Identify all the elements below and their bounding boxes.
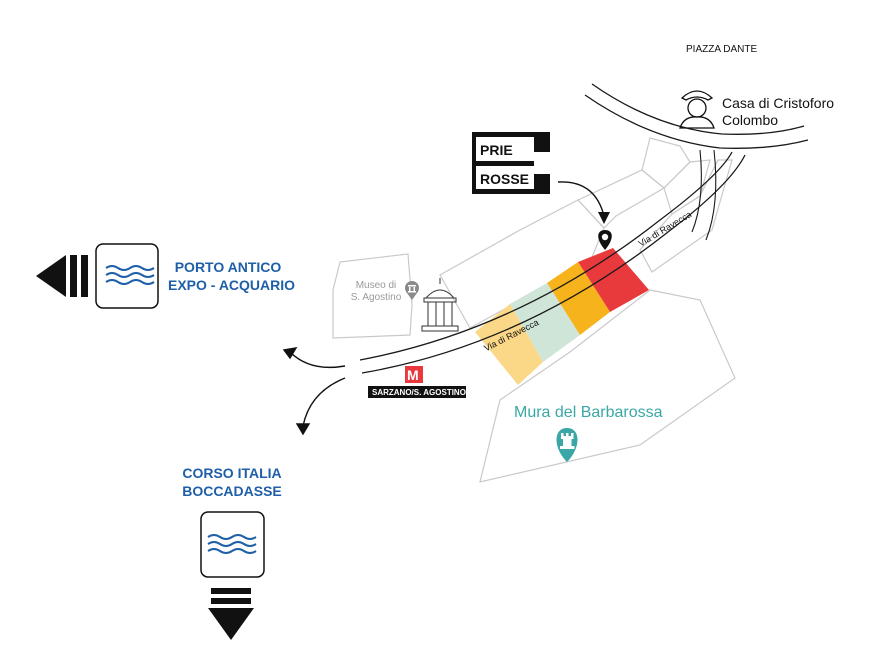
block-ne-2 (641, 137, 691, 189)
rook-icon (556, 428, 578, 462)
corso-line2: BOCCADASSE (182, 483, 282, 499)
colombo-bust-icon (679, 90, 715, 129)
casa-line1: Casa di Cristoforo (722, 95, 835, 111)
segment-peach (475, 304, 543, 385)
map-pin-icon (598, 230, 612, 250)
museo-label: Museo di S. Agostino (346, 280, 406, 304)
block-ne-3 (663, 159, 711, 215)
block-museo (332, 253, 413, 339)
segment-orange (547, 262, 610, 335)
corso-italia-label: CORSO ITALIA BOCCADASSE (172, 464, 292, 500)
museum-icon (405, 281, 419, 300)
building-blocks (332, 137, 736, 483)
corso-line1: CORSO ITALIA (182, 465, 282, 481)
piazza-dante-label: PIAZZA DANTE (686, 44, 758, 55)
arrow-to-porto (289, 351, 346, 369)
metro-station-label: SARZANO/S. AGOSTINO (372, 388, 466, 397)
casa-line2: Colombo (722, 112, 779, 128)
porto-line2: EXPO - ACQUARIO (168, 277, 296, 293)
sea-icon (95, 243, 159, 309)
road-piazza-dante (584, 83, 809, 149)
metro-letter: M (407, 367, 419, 383)
museo-line2: S. Agostino (350, 292, 402, 303)
metro-icon: M SARZANO/S. AGOSTINO (368, 366, 466, 398)
prie-rosse-logo: PRIE ROSSE (472, 132, 550, 194)
block-ne-1 (577, 169, 666, 229)
casa-colombo-label: Casa di Cristoforo Colombo (722, 95, 834, 129)
direction-arrows (282, 347, 346, 436)
block-mura (479, 289, 736, 483)
porto-line1: PORTO ANTICO (174, 259, 282, 275)
road-via-di-ravecca (359, 151, 746, 374)
block-ne-4 (639, 159, 733, 273)
museo-line1: Museo di (355, 280, 397, 291)
temple-icon (421, 278, 459, 332)
segment-mint (510, 283, 580, 362)
segment-red (578, 248, 649, 312)
street-label-upper: Via di Ravecca (637, 209, 693, 248)
pointer-arrow-icon (557, 181, 610, 224)
logo-line2: ROSSE (480, 171, 529, 187)
mura-barbarossa-label: Mura del Barbarossa (514, 404, 663, 421)
road-branch (691, 149, 717, 241)
property-segments (475, 248, 649, 385)
sea-icon (200, 511, 265, 578)
arrow-to-corso (302, 377, 346, 427)
arrow-left-icon (36, 255, 88, 297)
arrow-down-icon (208, 588, 254, 640)
porto-antico-label: PORTO ANTICO EXPO - ACQUARIO (168, 258, 296, 294)
logo-line1: PRIE (480, 142, 513, 158)
